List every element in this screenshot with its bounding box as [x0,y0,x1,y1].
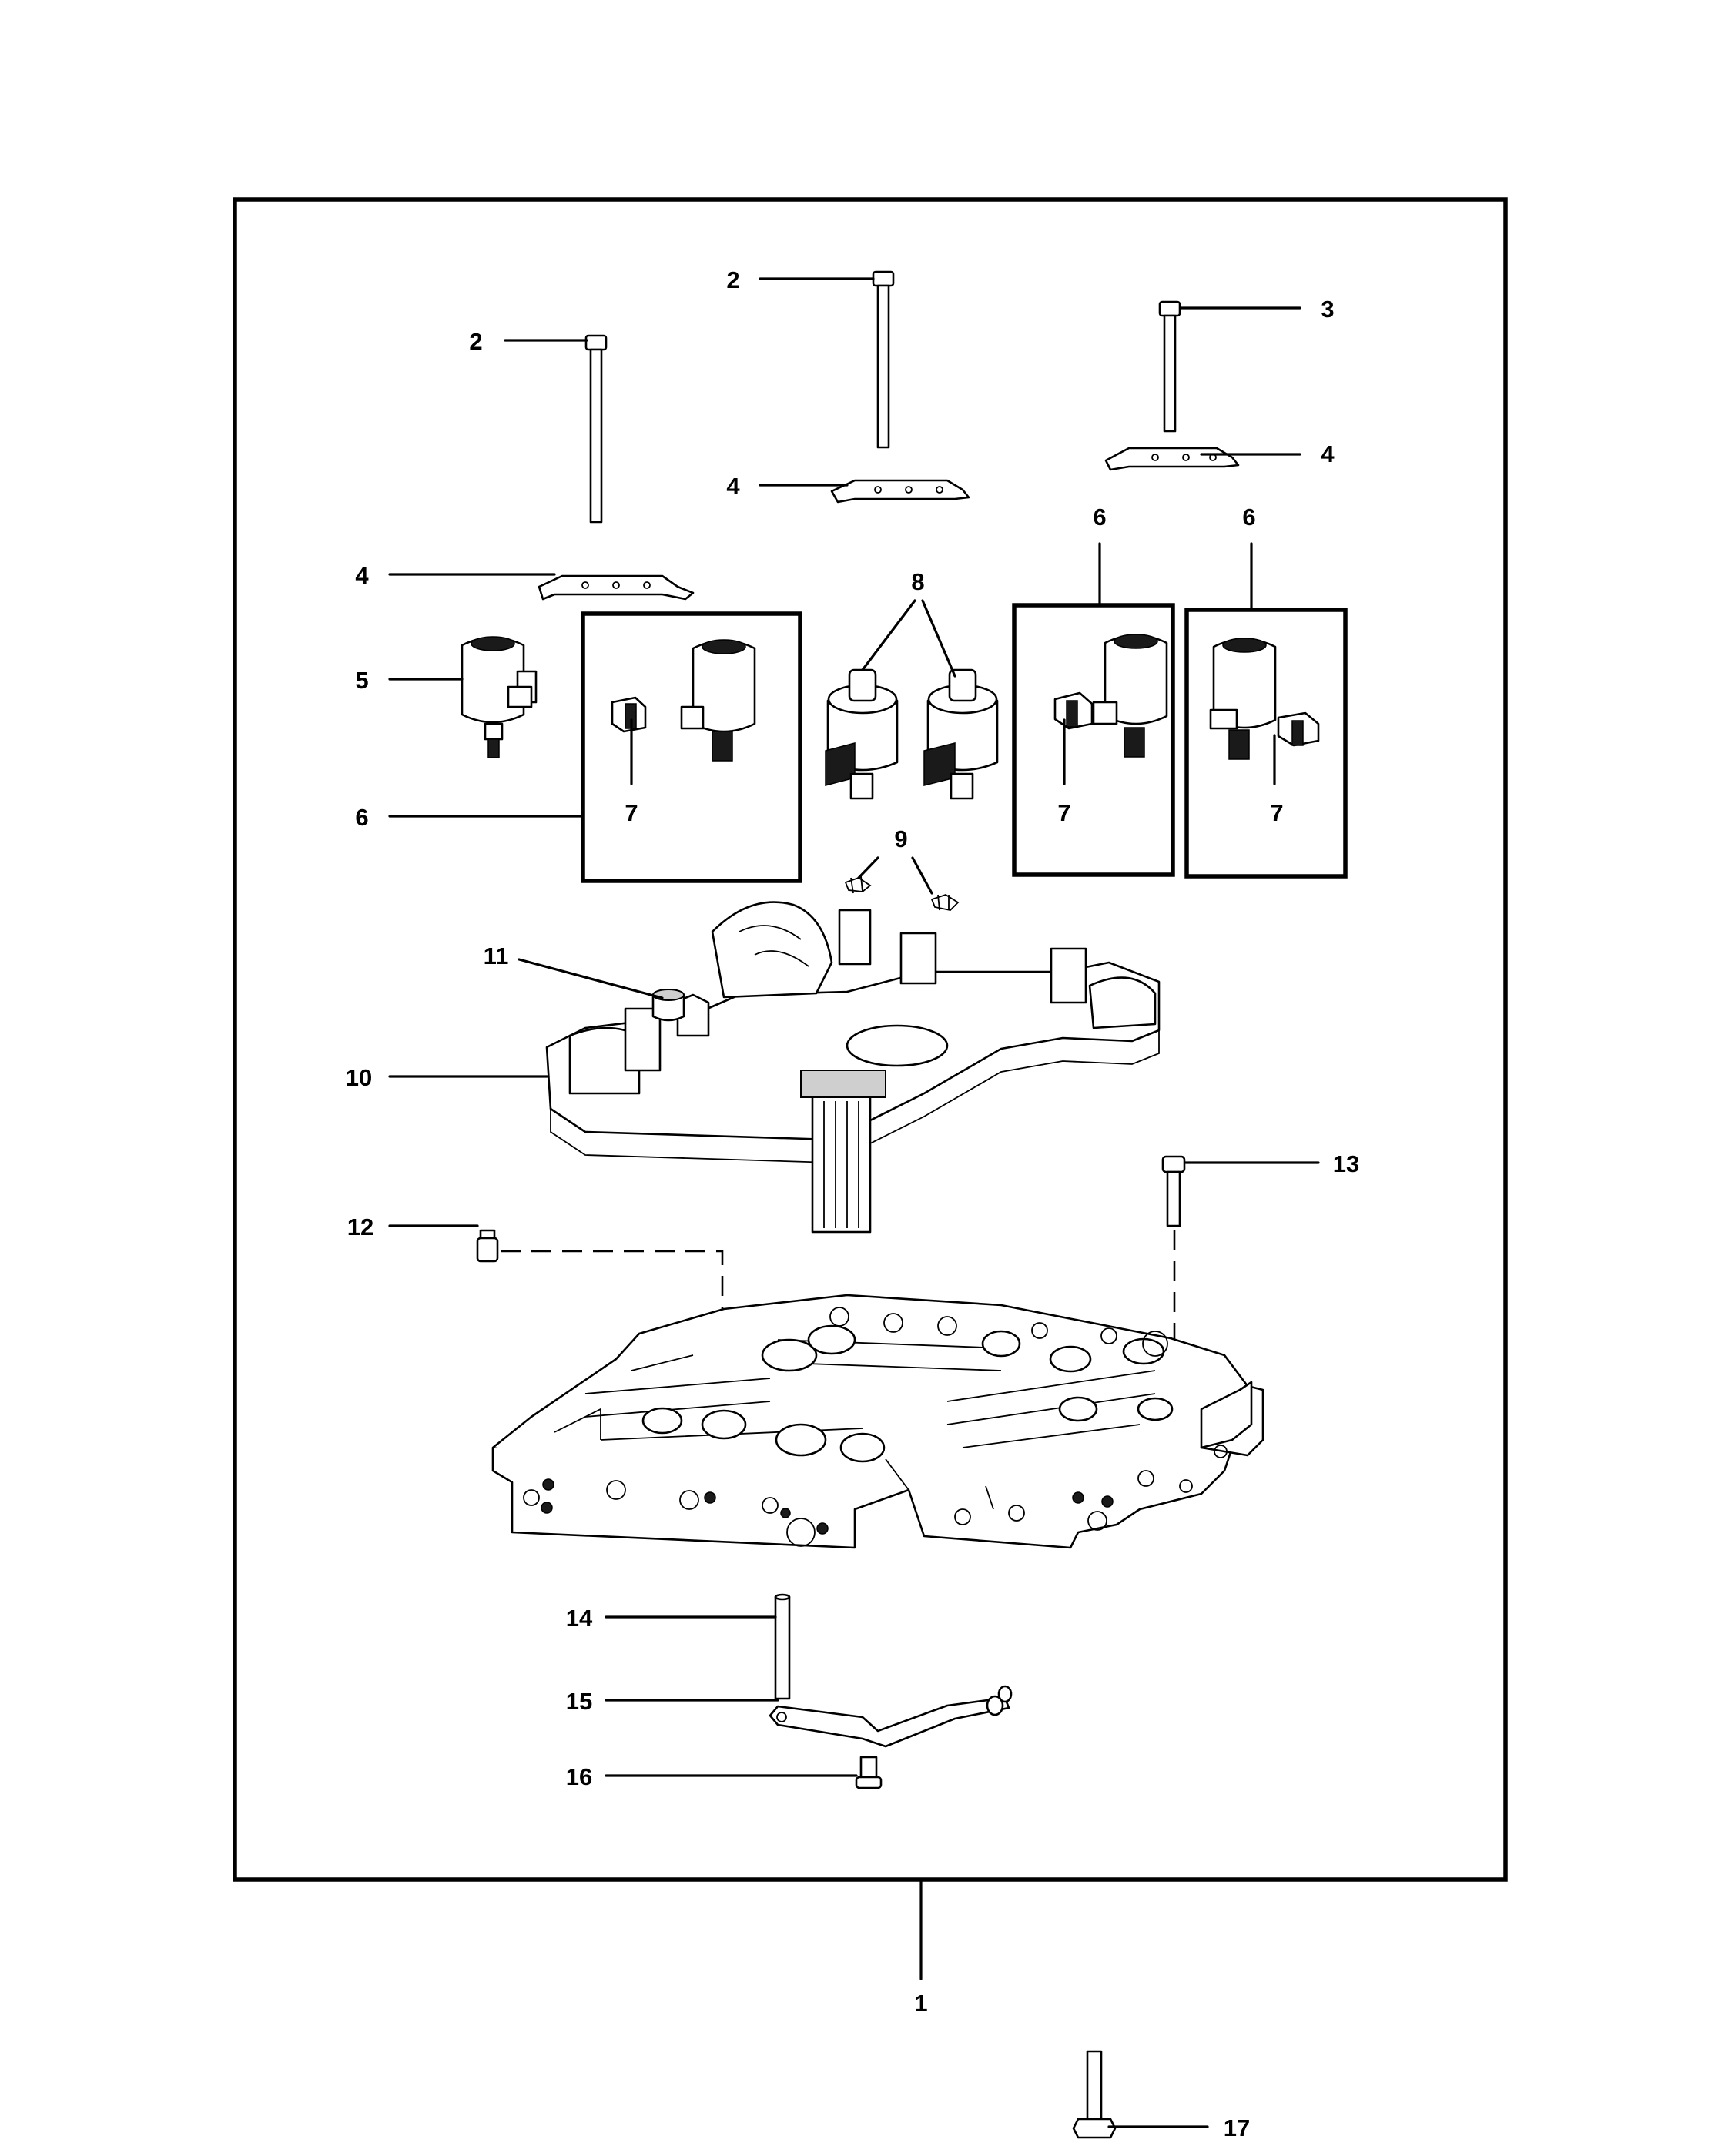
callout-10: 10 [346,1064,372,1091]
detent-spring-15 [769,1685,1013,1748]
leader-11 [518,958,664,999]
solenoid-6-left [680,639,756,762]
bracket-4-center [830,479,970,504]
retaining-clip-9-left [844,875,872,894]
callout-2b: 2 [726,266,739,293]
solenoid-6-right [1209,638,1277,760]
bolt-2-left [584,334,608,524]
callout-7c: 7 [1270,799,1283,826]
leader-8 [861,599,956,678]
bracket-4-left [538,574,695,601]
callout-12: 12 [347,1214,373,1240]
callout-11: 11 [484,942,509,969]
callout-8: 8 [911,568,924,595]
solenoid-6-middle [1092,634,1168,758]
assembly-frame [233,197,1508,1882]
screw-16 [855,1756,883,1789]
connector-7-right [1277,711,1320,747]
callout-13: 13 [1333,1150,1359,1177]
connector-7-middle [1053,691,1094,730]
bolt-2-center [872,270,895,449]
conductor-plate-10 [545,901,1161,1234]
callout-6b: 6 [1093,504,1106,531]
callout-17: 17 [1224,2114,1250,2141]
connector-7-left [611,696,647,733]
callout-5: 5 [355,667,368,694]
callout-9: 9 [894,825,907,852]
callout-4a: 4 [355,562,369,589]
callout-2a: 2 [469,328,482,355]
solenoid-kit-box-left [581,611,802,883]
retaining-clip-9-right [930,894,960,911]
valve-body-housing [491,1294,1264,1549]
sensor-11 [651,989,685,1022]
callout-7b: 7 [1057,799,1070,826]
callout-4c: 4 [1321,440,1335,467]
leader-9 [857,856,933,895]
bolt-17 [1072,2050,1117,2139]
callout-15: 15 [566,1688,592,1715]
callout-7a: 7 [625,799,638,826]
callout-6a: 6 [355,804,368,831]
pressure-sensor-8-right [923,668,999,800]
callout-3: 3 [1321,296,1334,323]
bracket-4-right [1104,447,1240,471]
pin-14 [774,1593,791,1700]
bolt-3 [1158,300,1181,433]
solenoid-kit-box-middle [1012,603,1175,877]
bolt-13 [1161,1155,1186,1227]
solenoid-kit-box-right [1184,608,1348,879]
guide-dash-12 [501,1250,724,1309]
plug-12 [476,1229,499,1263]
callout-1: 1 [914,1990,927,2017]
callout-14: 14 [566,1605,593,1632]
callout-4b: 4 [726,473,740,500]
callout-16: 16 [566,1763,592,1790]
callout-6c: 6 [1242,504,1255,531]
pressure-sensor-8-left [825,668,899,800]
solenoid-5 [461,636,538,758]
